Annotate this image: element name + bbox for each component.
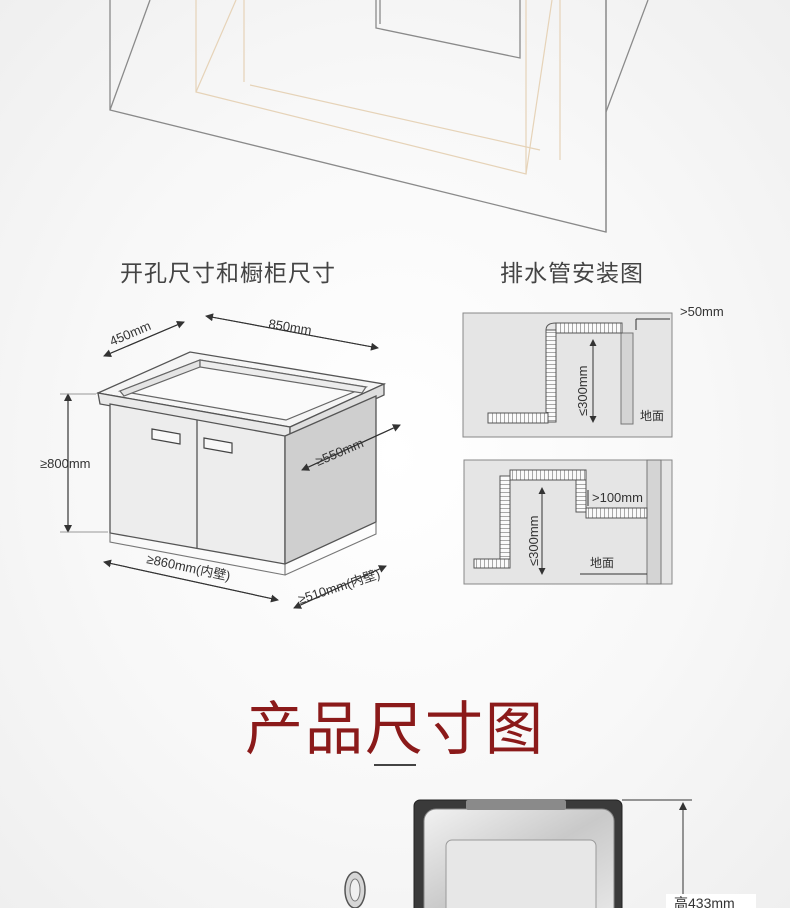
title-divider: [374, 764, 416, 766]
dim-height-label: ≥800mm: [40, 456, 90, 471]
door-handle-right: [203, 437, 233, 454]
faucet-knob: [344, 871, 366, 908]
door-handle-left: [151, 428, 181, 445]
drain-top-gap-label: >50mm: [680, 304, 724, 319]
drain-section-title: 排水管安装图: [500, 261, 644, 287]
product-size-title: 产品尺寸图: [244, 695, 545, 763]
dim-width-label: 850mm: [268, 316, 313, 338]
drain-top-floor-label: 地面: [640, 409, 664, 423]
product-height-label: 高433mm: [674, 895, 735, 908]
drain-bottom-floor-label: 地面: [590, 556, 614, 570]
drain-bottom-height-label: ≤300mm: [526, 516, 541, 566]
drain-bottom-gap-label: >100mm: [592, 490, 643, 505]
drain-top-height-label: ≤300mm: [575, 366, 590, 416]
cutout-section-title: 开孔尺寸和橱柜尺寸: [120, 261, 336, 287]
